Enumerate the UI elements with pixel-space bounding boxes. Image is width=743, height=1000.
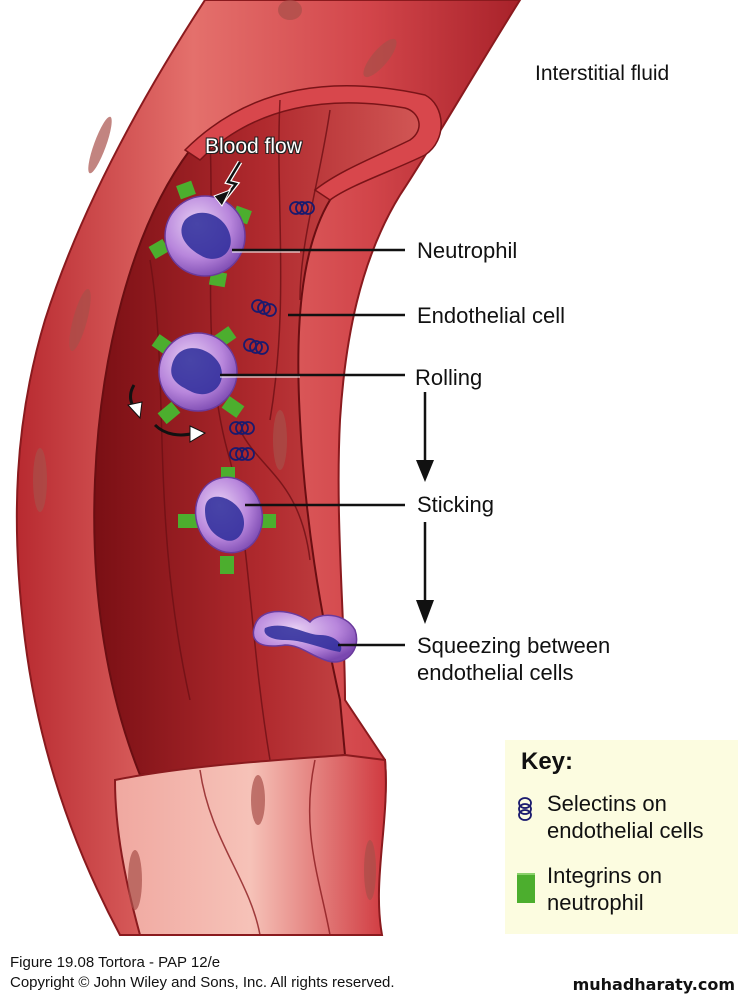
interstitial-fluid-label: Interstitial fluid xyxy=(535,62,670,85)
neutrophil-cell-2 xyxy=(151,326,245,425)
rolling-arrows xyxy=(127,384,207,443)
selectin-icon xyxy=(518,797,532,821)
key-integrins-line2: neutrophil xyxy=(547,890,644,915)
key-title: Key: xyxy=(521,748,574,775)
endothelial-nuclei xyxy=(33,0,397,910)
legend-key: Key: Selectins on endothelial cells Inte… xyxy=(505,740,738,934)
selectin-icon xyxy=(229,421,255,435)
nucleus xyxy=(264,625,342,652)
integrin-icon xyxy=(157,401,181,425)
copyright-notice: Copyright © John Wiley and Sons, Inc. Al… xyxy=(10,974,395,991)
integrin-icon xyxy=(221,396,245,418)
neutrophil-cell-4 xyxy=(252,610,358,663)
neutrophil-label: Neutrophil xyxy=(417,238,518,263)
rolling-label: Rolling xyxy=(415,365,483,390)
integrin-icon xyxy=(220,556,234,574)
endothelial-cell-label: Endothelial cell xyxy=(417,303,565,328)
watermark: muhadharaty.com xyxy=(572,975,735,994)
blood-flow-label: Blood flow xyxy=(205,135,302,158)
neutrophil-cell-3 xyxy=(178,467,276,574)
selectin-icon xyxy=(251,299,277,317)
integrin-icon xyxy=(176,180,196,200)
selectins xyxy=(229,201,315,461)
selectin-icon xyxy=(243,338,269,355)
nucleus xyxy=(171,348,222,395)
neutrophil-cell-1 xyxy=(148,180,252,288)
vessel-rim xyxy=(183,85,442,201)
selectin-icon xyxy=(289,201,315,215)
integrin-icon xyxy=(178,514,198,528)
nucleus xyxy=(205,496,245,541)
nucleus xyxy=(181,212,231,259)
selectin-icon xyxy=(229,447,255,461)
key-selectins-line1: Selectins on xyxy=(547,791,667,816)
squeezing-label-line2: endothelial cells xyxy=(417,660,574,685)
leader-lines xyxy=(220,248,405,647)
vessel-front-ring xyxy=(113,753,387,936)
integrin-icon xyxy=(148,238,170,260)
key-selectins-line2: endothelial cells xyxy=(547,818,704,843)
sticking-label: Sticking xyxy=(417,492,495,517)
squeezing-label-line1: Squeezing between xyxy=(417,633,611,658)
front-ring-seams xyxy=(199,759,331,936)
key-integrins-line1: Integrins on xyxy=(547,863,662,888)
sequence-arrows xyxy=(416,392,434,624)
figure-caption: Figure 19.08 Tortora - PAP 12/e xyxy=(10,954,221,971)
integrin-icon xyxy=(517,873,535,903)
blood-flow-arrow xyxy=(213,160,243,207)
